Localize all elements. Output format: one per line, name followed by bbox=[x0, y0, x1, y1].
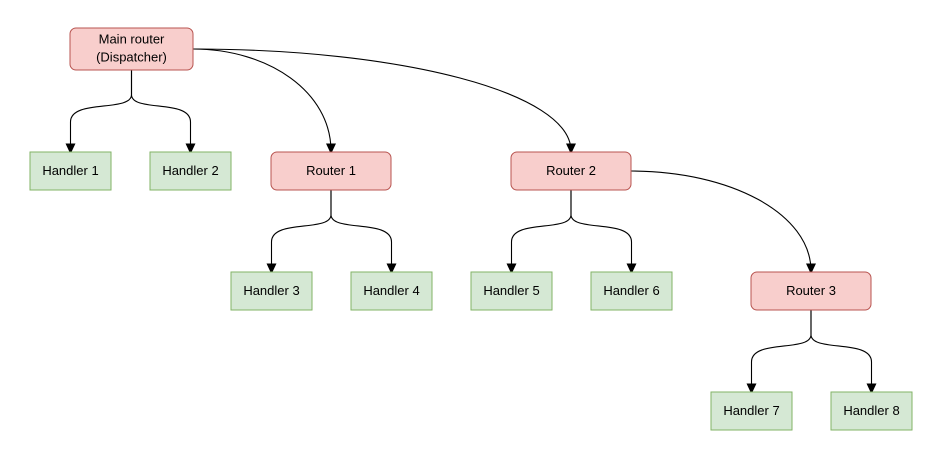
router-3-box[interactable] bbox=[750, 271, 872, 311]
node-handler-8[interactable]: Handler 8 bbox=[830, 391, 913, 431]
handler-5-label: Handler 5 bbox=[483, 283, 539, 298]
node-handler-5[interactable]: Handler 5 bbox=[470, 271, 553, 311]
edge-router-2-to-handler-5-arrowhead bbox=[506, 263, 517, 275]
edge-router-1-to-handler-4 bbox=[330, 189, 393, 272]
handler-1-box[interactable] bbox=[29, 151, 112, 191]
edge-router-2-to-handler-5 bbox=[510, 189, 572, 272]
node-handler-6[interactable]: Handler 6 bbox=[590, 271, 673, 311]
handler-2-label: Handler 2 bbox=[162, 163, 218, 178]
handler-3-label: Handler 3 bbox=[243, 283, 299, 298]
router-3-label: Router 3 bbox=[786, 283, 836, 298]
edge-main-to-handler-1 bbox=[69, 69, 133, 152]
edge-router-3-to-handler-8 bbox=[810, 309, 873, 392]
node-handler-1[interactable]: Handler 1 bbox=[29, 151, 112, 191]
handler-7-box[interactable] bbox=[710, 391, 793, 431]
node-router-1[interactable]: Router 1 bbox=[270, 151, 392, 191]
node-handler-4[interactable]: Handler 4 bbox=[350, 271, 433, 311]
node-main-router[interactable]: Main router (Dispatcher) bbox=[69, 27, 194, 71]
edge-router-1-to-handler-4-arrowhead bbox=[386, 263, 397, 275]
node-router-2[interactable]: Router 2 bbox=[510, 151, 632, 191]
edge-main-to-router-1-arrowhead bbox=[326, 143, 336, 155]
node-handler-7[interactable]: Handler 7 bbox=[710, 391, 793, 431]
handler-6-label: Handler 6 bbox=[603, 283, 659, 298]
edge-main-to-handler-2 bbox=[130, 69, 192, 152]
handler-4-box[interactable] bbox=[350, 271, 433, 311]
edge-router-1-to-handler-3 bbox=[270, 189, 332, 272]
handler-5-box[interactable] bbox=[470, 271, 553, 311]
edge-router-3-to-handler-7-arrowhead bbox=[746, 383, 757, 395]
edges-layer bbox=[65, 48, 877, 395]
handler-3-box[interactable] bbox=[230, 271, 313, 311]
router-2-label: Router 2 bbox=[546, 163, 596, 178]
edge-router-3-to-handler-7 bbox=[750, 309, 812, 392]
router-1-box[interactable] bbox=[270, 151, 392, 191]
edge-router-1-to-handler-3-arrowhead bbox=[266, 263, 277, 275]
edge-router-2-to-router-3-arrowhead bbox=[806, 263, 816, 275]
edge-main-to-router-1 bbox=[192, 48, 332, 152]
handler-1-label: Handler 1 bbox=[42, 163, 98, 178]
main-router-label-line1: Main router bbox=[99, 31, 165, 46]
nodes-layer: Main router (Dispatcher) Handler 1 Handler … bbox=[29, 27, 913, 431]
node-handler-3[interactable]: Handler 3 bbox=[230, 271, 313, 311]
handler-8-label: Handler 8 bbox=[843, 403, 899, 418]
edge-router-2-to-router-3 bbox=[630, 170, 812, 272]
main-router-box[interactable] bbox=[69, 27, 194, 71]
node-router-3[interactable]: Router 3 bbox=[750, 271, 872, 311]
handler-4-label: Handler 4 bbox=[363, 283, 419, 298]
node-handler-2[interactable]: Handler 2 bbox=[149, 151, 232, 191]
router-2-box[interactable] bbox=[510, 151, 632, 191]
handler-6-box[interactable] bbox=[590, 271, 673, 311]
edge-main-to-router-2 bbox=[192, 48, 572, 152]
main-router-label-line2: (Dispatcher) bbox=[96, 49, 167, 64]
edge-router-3-to-handler-8-arrowhead bbox=[866, 383, 877, 395]
edge-router-2-to-handler-6-arrowhead bbox=[626, 263, 637, 275]
edge-main-to-router-2-arrowhead bbox=[566, 143, 576, 155]
handler-8-box[interactable] bbox=[830, 391, 913, 431]
edge-main-to-handler-1-arrowhead bbox=[65, 143, 76, 155]
edge-router-2-to-handler-6 bbox=[570, 189, 633, 272]
handler-2-box[interactable] bbox=[149, 151, 232, 191]
edge-main-to-handler-2-arrowhead bbox=[185, 143, 196, 155]
handler-7-label: Handler 7 bbox=[723, 403, 779, 418]
router-1-label: Router 1 bbox=[306, 163, 356, 178]
